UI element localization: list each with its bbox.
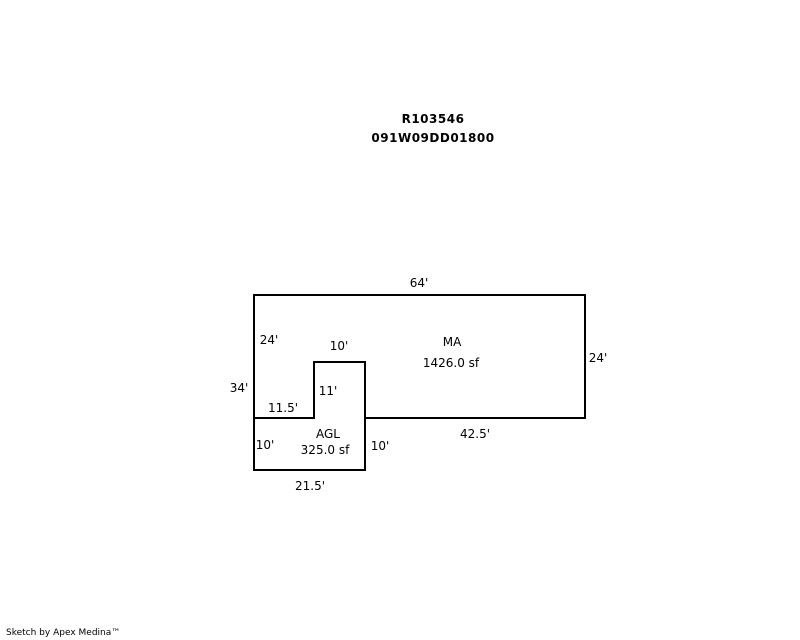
dim-left-total: 34' — [230, 381, 249, 395]
garage-area-code: AGL — [316, 427, 340, 441]
dim-step-width: 11.5' — [268, 401, 298, 415]
dim-garage-bottom: 21.5' — [295, 479, 325, 493]
main-area-code: MA — [443, 335, 462, 349]
dim-notch-top: 10' — [330, 339, 349, 353]
dim-bottom-right: 42.5' — [460, 427, 490, 441]
main-area-size: 1426.0 sf — [423, 356, 480, 370]
parcel-id: R103546 — [401, 112, 465, 126]
garage-outline — [253, 361, 366, 471]
dim-right: 24' — [589, 351, 608, 365]
dim-left-upper: 24' — [260, 333, 279, 347]
main-area-outline — [253, 294, 586, 419]
sketch-credit: Sketch by Apex Medina™ — [6, 628, 121, 638]
dim-notch-side: 11' — [319, 384, 338, 398]
map-number: 091W09DD01800 — [371, 131, 495, 145]
dim-garage-left: 10' — [256, 438, 275, 452]
dim-garage-right: 10' — [371, 439, 390, 453]
dim-top: 64' — [410, 276, 429, 290]
garage-area-size: 325.0 sf — [301, 443, 350, 457]
